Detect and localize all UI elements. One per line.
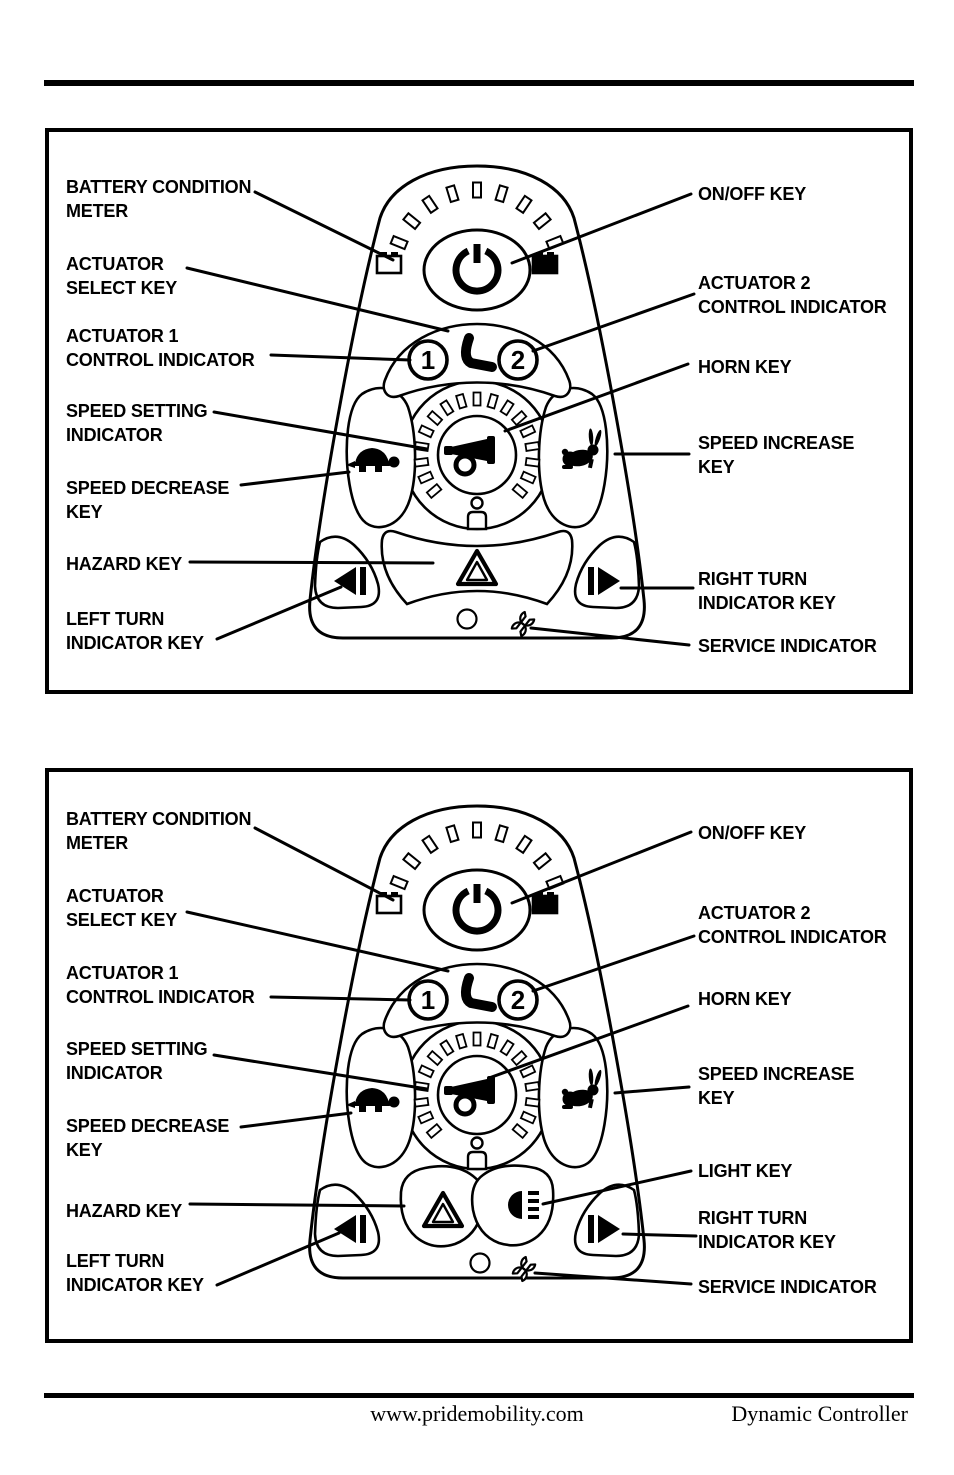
label-battery-condition-meter: BATTERY CONDITION METER bbox=[66, 177, 252, 221]
turtle-icon bbox=[346, 448, 400, 472]
speed-decrease-key bbox=[345, 386, 417, 529]
battery-condition-meter bbox=[389, 181, 565, 251]
battery-full-icon bbox=[531, 252, 559, 275]
service-indicator bbox=[469, 1252, 537, 1283]
light-key bbox=[470, 1164, 555, 1247]
label-speed-increase-key: SPEED INCREASE KEY bbox=[698, 433, 855, 477]
service-indicator bbox=[456, 608, 536, 638]
label-on-off-key: ON/OFF KEY bbox=[698, 184, 807, 204]
rabbit-icon bbox=[561, 1068, 602, 1109]
actuator-1-number: 1 bbox=[421, 985, 435, 1015]
actuator-1-number: 1 bbox=[421, 345, 435, 375]
actuator-2-indicator: 2 bbox=[497, 979, 539, 1021]
attendant-icon bbox=[466, 1136, 488, 1171]
label-speed-setting-indicator: SPEED SETTING INDICATOR bbox=[66, 1039, 208, 1083]
rabbit-icon bbox=[561, 428, 602, 469]
label-battery-condition-meter: BATTERY CONDITION METER bbox=[66, 809, 252, 853]
right-turn-indicator-key bbox=[573, 535, 641, 610]
label-service-indicator: SERVICE INDICATOR bbox=[698, 1277, 877, 1297]
label-light-key: LIGHT KEY bbox=[698, 1161, 793, 1181]
speed-decrease-key bbox=[345, 1026, 417, 1169]
label-actuator-select-key: ACTUATOR SELECT KEY bbox=[66, 886, 178, 930]
speed-setting-indicator bbox=[413, 391, 541, 500]
wrench-icon bbox=[510, 610, 536, 638]
label-actuator1-control-indicator: ACTUATOR 1 CONTROL INDICATOR bbox=[66, 963, 255, 1007]
top-rule bbox=[44, 80, 914, 86]
label-actuator2-control-indicator: ACTUATOR 2 CONTROL INDICATOR bbox=[698, 273, 887, 317]
footer-product-name: Dynamic Controller bbox=[731, 1401, 908, 1426]
label-right-turn-indicator-key: RIGHT TURN INDICATOR KEY bbox=[698, 569, 836, 613]
label-speed-increase-key: SPEED INCREASE KEY bbox=[698, 1064, 855, 1108]
hazard-triangle-icon bbox=[455, 548, 499, 587]
indicator-lamp-circle bbox=[456, 608, 478, 630]
label-on-off-key: ON/OFF KEY bbox=[698, 823, 807, 843]
actuator-2-indicator: 2 bbox=[497, 339, 539, 381]
label-speed-decrease-key: SPEED DECREASE KEY bbox=[66, 478, 230, 522]
right-turn-icon bbox=[588, 567, 620, 595]
hazard-key bbox=[380, 529, 574, 606]
horn-icon bbox=[444, 1076, 495, 1117]
actuator-2-number: 2 bbox=[511, 985, 525, 1015]
wrench-icon bbox=[511, 1255, 537, 1283]
label-horn-key: HORN KEY bbox=[698, 357, 792, 377]
on-off-key bbox=[422, 228, 532, 312]
left-turn-icon bbox=[334, 1215, 366, 1243]
leader-lines bbox=[185, 190, 696, 647]
horn-key bbox=[436, 1054, 518, 1136]
label-left-turn-indicator-key: LEFT TURN INDICATOR KEY bbox=[66, 609, 204, 653]
label-hazard-key: HAZARD KEY bbox=[66, 554, 183, 574]
speed-setting-indicator bbox=[413, 1031, 541, 1140]
actuator-2-number: 2 bbox=[511, 345, 525, 375]
label-horn-key: HORN KEY bbox=[698, 989, 792, 1009]
speed-increase-key bbox=[537, 386, 609, 529]
left-turn-icon bbox=[334, 567, 366, 595]
actuator-1-indicator: 1 bbox=[407, 979, 449, 1021]
horn-icon bbox=[444, 436, 495, 477]
label-right-turn-indicator-key: RIGHT TURN INDICATOR KEY bbox=[698, 1208, 836, 1252]
label-actuator-select-key: ACTUATOR SELECT KEY bbox=[66, 254, 178, 298]
seat-icon bbox=[461, 973, 497, 1012]
power-icon bbox=[452, 244, 502, 295]
on-off-key bbox=[422, 868, 532, 952]
battery-empty-icon bbox=[375, 252, 403, 275]
label-actuator1-control-indicator: ACTUATOR 1 CONTROL INDICATOR bbox=[66, 326, 255, 370]
label-service-indicator: SERVICE INDICATOR bbox=[698, 636, 877, 656]
label-speed-decrease-key: SPEED DECREASE KEY bbox=[66, 1116, 230, 1160]
attendant-icon bbox=[466, 496, 488, 531]
battery-condition-meter bbox=[389, 821, 565, 891]
right-turn-icon bbox=[588, 1215, 620, 1243]
power-icon bbox=[452, 884, 502, 935]
turtle-icon bbox=[346, 1088, 400, 1112]
bottom-rule bbox=[44, 1393, 914, 1398]
speed-increase-key bbox=[537, 1026, 609, 1169]
horn-key bbox=[436, 414, 518, 496]
right-turn-indicator-key bbox=[573, 1183, 641, 1258]
headlight-icon bbox=[508, 1191, 539, 1219]
label-actuator2-control-indicator: ACTUATOR 2 CONTROL INDICATOR bbox=[698, 903, 887, 947]
battery-full-icon bbox=[531, 892, 559, 915]
hazard-triangle-icon bbox=[421, 1190, 465, 1229]
label-speed-setting-indicator: SPEED SETTING INDICATOR bbox=[66, 401, 208, 445]
left-turn-indicator-key bbox=[313, 1183, 381, 1258]
label-hazard-key: HAZARD KEY bbox=[66, 1201, 183, 1221]
indicator-lamp-circle bbox=[469, 1252, 491, 1274]
label-left-turn-indicator-key: LEFT TURN INDICATOR KEY bbox=[66, 1251, 204, 1295]
leader-lines bbox=[185, 826, 698, 1287]
hazard-key bbox=[399, 1164, 485, 1248]
actuator-1-indicator: 1 bbox=[407, 339, 449, 381]
seat-icon bbox=[461, 333, 497, 372]
footer-website: www.pridemobility.com bbox=[370, 1401, 584, 1426]
